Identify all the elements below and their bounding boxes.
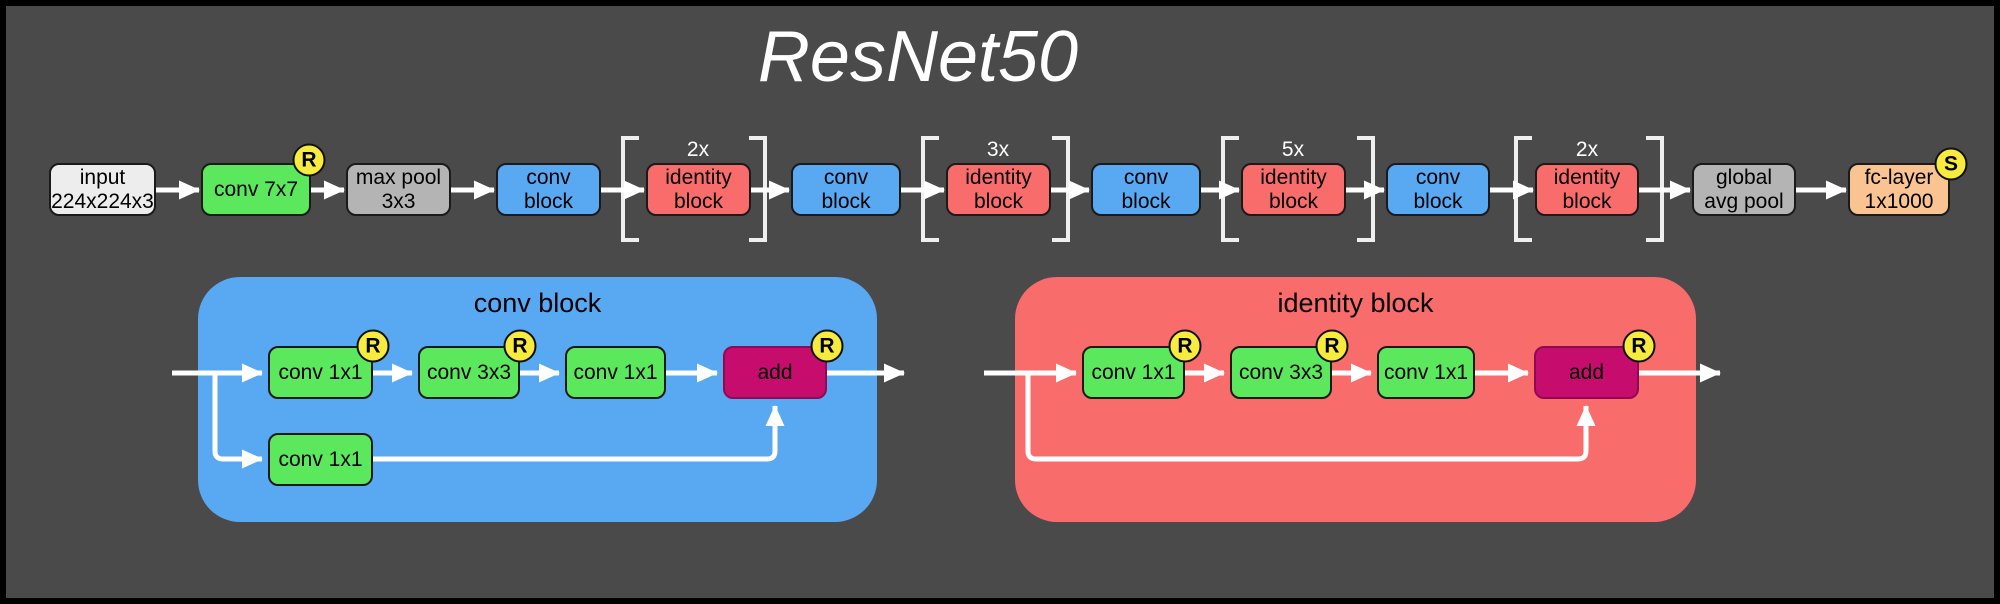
bracket-left [921, 136, 939, 242]
bracket-right [749, 136, 767, 242]
block-label: conv 1x1 [278, 447, 363, 471]
node-label: block [523, 189, 574, 213]
block-label: add [1568, 360, 1605, 384]
identity-block-panel: identity block conv 1x1 conv 3x3 conv 1x… [1015, 277, 1696, 522]
node-label: block [821, 189, 871, 213]
relu-badge: R [292, 143, 326, 177]
pipeline-node-conv-7x7: conv 7x7 [201, 163, 311, 216]
pipeline-node-identity-block-1: identity block [646, 163, 751, 216]
block-label: conv 1x1 [573, 360, 658, 384]
conv-block-panel: conv block conv 1x1 conv 3x3 conv 1x1 ad… [198, 277, 877, 522]
softmax-badge: S [1934, 147, 1968, 181]
conv-panel-conv3x3: conv 3x3 [418, 346, 520, 399]
repeat-count-label: 2x [686, 138, 710, 161]
node-label: identity [965, 165, 1032, 189]
block-label: conv 3x3 [426, 360, 512, 384]
pipeline-node-conv-block-1: conv block [496, 163, 601, 216]
block-label: conv 1x1 [278, 360, 363, 384]
node-label: input [79, 165, 126, 189]
node-label: block [1121, 189, 1171, 213]
node-label: block [673, 189, 724, 213]
pipeline-node-conv-block-3: conv block [1091, 163, 1201, 216]
bracket-left [1221, 136, 1239, 242]
pipeline-node-conv-block-2: conv block [791, 163, 901, 216]
conv-panel-add: add [723, 346, 827, 399]
conv-panel-skip-conv1x1: conv 1x1 [268, 433, 373, 486]
node-label: conv [1123, 165, 1169, 189]
block-label: conv 3x3 [1238, 360, 1324, 384]
bracket-right [1357, 136, 1375, 242]
relu-badge: R [1168, 329, 1202, 363]
bracket-right [1052, 136, 1070, 242]
pipeline-node-conv-block-4: conv block [1386, 163, 1490, 216]
node-label: fc-layer [1864, 165, 1934, 189]
identity-block-panel-title: identity block [1277, 288, 1434, 318]
node-label: identity [1553, 165, 1621, 189]
node-label: block [1268, 189, 1319, 213]
node-label: identity [1260, 165, 1327, 189]
bracket-left [1514, 136, 1532, 242]
pipeline-node-global-avg-pool: global avg pool [1692, 163, 1796, 216]
pipeline-node-input: input 224x224x3 [49, 163, 156, 216]
node-label: conv [1415, 165, 1461, 189]
node-label: conv [823, 165, 869, 189]
relu-badge: R [356, 329, 390, 363]
relu-badge: R [1622, 329, 1656, 363]
node-label: conv [526, 165, 571, 189]
conv-panel-conv1x1-2: conv 1x1 [565, 346, 666, 399]
pipeline-node-fc-layer: fc-layer 1x1000 [1848, 163, 1950, 216]
node-label: 1x1000 [1864, 189, 1934, 213]
bracket-right [1646, 136, 1664, 242]
node-label: 3x3 [381, 189, 416, 213]
repeat-count-label: 5x [1281, 138, 1305, 161]
diagram-title: ResNet50 [757, 17, 1079, 97]
node-label: max pool [355, 165, 442, 189]
node-label: conv 7x7 [213, 177, 299, 201]
block-label: conv 1x1 [1383, 360, 1469, 384]
node-label: block [973, 189, 1024, 213]
bracket-left [621, 136, 639, 242]
node-label: block [1562, 189, 1612, 213]
pipeline-node-identity-block-2: identity block [946, 163, 1051, 216]
identity-panel-add: add [1534, 346, 1639, 399]
conv-block-panel-title: conv block [473, 288, 602, 318]
conv-panel-conv1x1-1: conv 1x1 [268, 346, 373, 399]
relu-badge: R [503, 329, 537, 363]
repeat-count-label: 2x [1575, 138, 1599, 161]
node-label: global [1715, 165, 1773, 189]
node-label: block [1413, 189, 1463, 213]
relu-badge: R [810, 329, 844, 363]
node-label: identity [665, 165, 732, 189]
pipeline-node-identity-block-3: identity block [1241, 163, 1346, 216]
identity-panel-conv1x1-2: conv 1x1 [1377, 346, 1475, 399]
pipeline-node-max-pool: max pool 3x3 [346, 163, 451, 216]
relu-badge: R [1315, 329, 1349, 363]
node-label: avg pool [1704, 189, 1784, 213]
block-label: add [757, 360, 793, 384]
pipeline-node-identity-block-4: identity block [1535, 163, 1639, 216]
node-label: 224x224x3 [51, 189, 154, 213]
block-label: conv 1x1 [1091, 360, 1176, 384]
repeat-count-label: 3x [986, 138, 1010, 161]
